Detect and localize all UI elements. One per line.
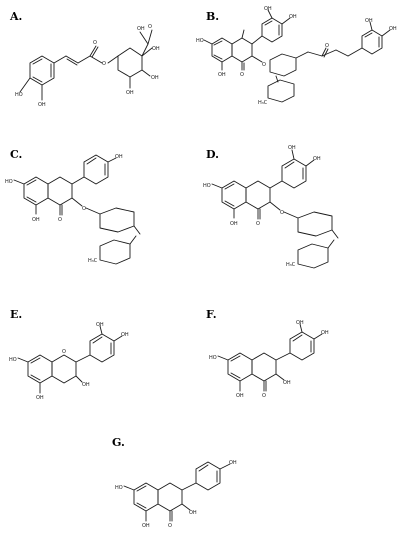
atom-e-oh-5: OH — [36, 395, 44, 401]
structure-c — [13, 154, 141, 265]
atom-g-oh-3: OH — [189, 510, 197, 516]
atom-f-oh-5: OH — [236, 393, 244, 399]
atom-c-o-keto: O — [58, 217, 62, 223]
atom-f-oh-3p: OH — [296, 320, 304, 326]
atom-a-o-carbonyl: O — [93, 40, 97, 46]
atom-d-o-keto: O — [256, 221, 260, 227]
atom-a-cooh-o: O — [148, 24, 152, 30]
panel-label-g: G. — [112, 436, 125, 449]
atom-a-oh-4: OH — [126, 90, 134, 96]
atom-g-oh-5: OH — [142, 523, 150, 529]
atom-c-ch3: H₃C — [88, 258, 98, 264]
panel-label-f: F. — [206, 308, 217, 321]
atom-a-ho: HO — [15, 92, 23, 98]
structure-a — [19, 29, 153, 101]
atom-e-oh-3: OH — [82, 382, 90, 388]
atom-c-oh-4p: OH — [115, 154, 123, 160]
atom-c-o-glyco: O — [82, 206, 86, 212]
atom-d-ch3: H₃C — [286, 262, 296, 268]
atom-b-ho: HO — [196, 38, 204, 44]
structure-e — [17, 325, 123, 394]
atom-c-oh: OH — [32, 217, 40, 223]
panel-label-a: A. — [9, 10, 22, 23]
atom-e-oh-3p: OH — [96, 322, 104, 328]
atom-f-o-keto: O — [262, 393, 266, 399]
atom-d-oh-4p: OH — [313, 156, 321, 162]
panel-label-b: B. — [206, 10, 219, 23]
structure-f — [217, 323, 323, 392]
atom-e-oh-4p: OH — [121, 332, 129, 338]
atom-b-oh-caff-1: OH — [365, 18, 373, 24]
atom-e-o-ring: O — [62, 349, 66, 355]
atom-a-oh-2: OH — [38, 102, 46, 108]
structure-b — [203, 9, 391, 103]
atom-c-ho: HO — [5, 179, 13, 185]
atom-b-o-ester: O — [325, 43, 329, 49]
atom-a-oh-5: OH — [151, 75, 159, 81]
structure-g — [123, 461, 231, 522]
atom-d-oh: OH — [230, 221, 238, 227]
panel-label-d: D. — [206, 148, 219, 161]
atom-b-oh-4p: OH — [289, 14, 297, 20]
atom-a-cooh-oh: OH — [137, 26, 145, 32]
atom-g-ho: HO — [115, 485, 123, 491]
atom-b-oh: OH — [218, 72, 226, 78]
atom-b-ch3: H₃C — [258, 100, 268, 106]
atom-d-ho: HO — [203, 183, 211, 189]
atom-a-oh-1: OH — [152, 46, 160, 52]
atom-d-oh-3p: OH — [288, 145, 296, 151]
atom-b-o-glyco: O — [262, 62, 266, 68]
atom-b-oh-3p: OH — [264, 6, 272, 12]
panel-label-e: E. — [10, 308, 22, 321]
atom-f-oh-3: OH — [283, 380, 291, 386]
atom-d-o-glyco: O — [280, 210, 284, 216]
atom-g-oh-4p: OH — [229, 460, 237, 466]
atom-b-oh-caff-2: OH — [389, 26, 397, 32]
atom-f-ho: HO — [209, 355, 217, 361]
atom-f-oh-4p: OH — [321, 330, 329, 336]
atom-b-o-keto: O — [240, 72, 244, 78]
atom-g-o-keto: O — [168, 523, 172, 529]
atom-a-o-ester: O — [102, 61, 106, 67]
structure-d — [211, 149, 339, 269]
atom-e-ho: HO — [9, 357, 17, 363]
panel-label-c: C. — [10, 148, 22, 161]
